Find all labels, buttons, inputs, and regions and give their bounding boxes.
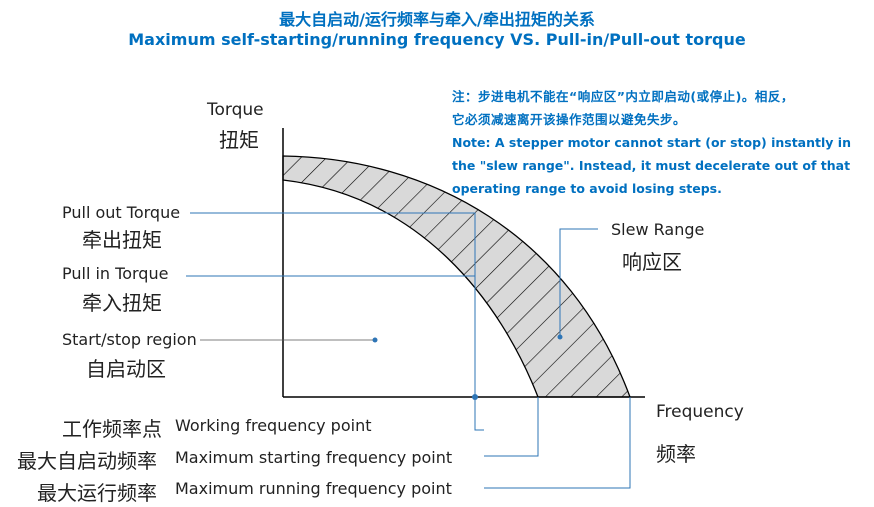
start-stop-dot bbox=[372, 337, 378, 343]
note-cn-line2: 它必须减速离开该操作范围以避免失步。 bbox=[452, 112, 687, 127]
max-start-label-en: Maximum starting frequency point bbox=[175, 448, 453, 467]
max-run-label-cn: 最大运行频率 bbox=[37, 481, 157, 505]
start-stop-label-en: Start/stop region bbox=[62, 330, 197, 349]
working-point-label-en: Working frequency point bbox=[175, 416, 372, 435]
note-en-line1: Note: A stepper motor cannot start (or s… bbox=[452, 135, 851, 150]
title-cn: 最大自启动/运行频率与牵入/牵出扭矩的关系 bbox=[279, 10, 595, 29]
slew-dot bbox=[557, 334, 563, 340]
working-point-dot bbox=[472, 394, 478, 400]
x-axis-label-cn: 频率 bbox=[656, 442, 696, 466]
max-run-leader bbox=[484, 397, 631, 489]
slew-leader bbox=[559, 228, 598, 336]
x-axis-label-en: Frequency bbox=[656, 402, 744, 422]
note-en-line3: operating range to avoid losing steps. bbox=[452, 181, 722, 196]
start-stop-label-cn: 自启动区 bbox=[86, 357, 166, 381]
note-en-line2: the "slew range". Instead, it must decel… bbox=[452, 158, 851, 173]
max-start-label-cn: 最大自启动频率 bbox=[17, 449, 157, 473]
slew-range-label-en: Slew Range bbox=[611, 220, 705, 239]
pull-out-leader bbox=[190, 212, 484, 431]
title-en: Maximum self-starting/running frequency … bbox=[128, 30, 746, 49]
slew-range-label-cn: 响应区 bbox=[622, 250, 682, 274]
pull-out-label-cn: 牵出扭矩 bbox=[82, 228, 162, 252]
note-cn-line1: 注：步进电机不能在“响应区”内立即启动(或停止)。相反， bbox=[452, 89, 794, 104]
max-run-label-en: Maximum running frequency point bbox=[175, 479, 452, 498]
pull-out-label-en: Pull out Torque bbox=[62, 203, 181, 222]
pull-in-label-en: Pull in Torque bbox=[62, 264, 169, 283]
max-start-leader bbox=[484, 397, 539, 457]
y-axis-label-en: Torque bbox=[207, 100, 264, 120]
y-axis-label-cn: 扭矩 bbox=[219, 128, 259, 152]
pull-in-label-cn: 牵入扭矩 bbox=[82, 291, 162, 315]
working-point-label-cn: 工作频率点 bbox=[62, 417, 162, 441]
note-block: 注：步进电机不能在“响应区”内立即启动(或停止)。相反， 它必须减速离开该操作范… bbox=[452, 85, 867, 200]
